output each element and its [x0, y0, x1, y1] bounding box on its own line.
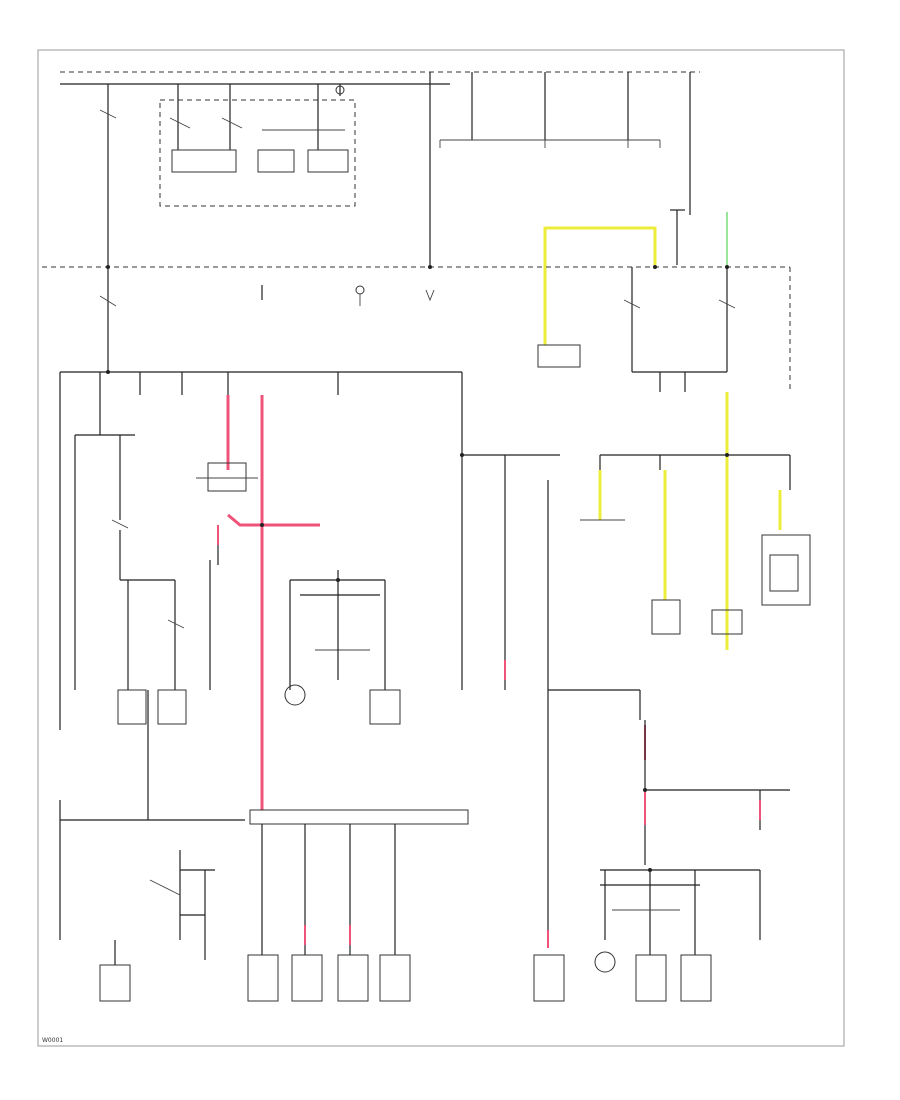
middle-junction-block	[59, 267, 736, 650]
page-id: W0001	[42, 1037, 63, 1044]
center-right-circuits	[461, 395, 641, 1002]
top-fuse-relay-block	[60, 71, 728, 345]
left-circuits	[59, 395, 245, 1002]
right-circuits	[580, 454, 811, 1002]
junction-dots	[106, 265, 729, 872]
center-power-feeds	[196, 395, 469, 1002]
diagram-border	[37, 49, 845, 1047]
